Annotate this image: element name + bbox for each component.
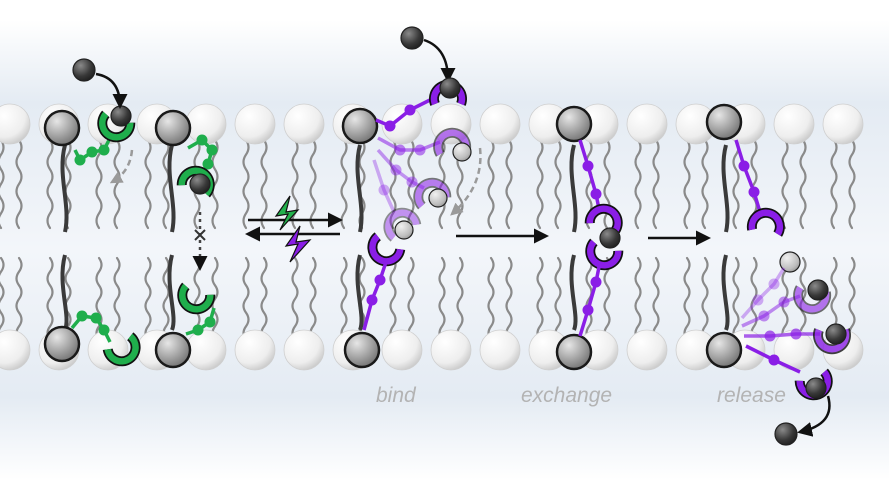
ion-sphere-icon: [73, 59, 95, 81]
ion-sphere-icon: [826, 324, 846, 344]
linker-bead: [207, 145, 218, 156]
linker-bead: [769, 279, 780, 290]
linker-bead: [739, 161, 750, 172]
lipid-head-icon: [627, 330, 667, 370]
ion-sphere-icon: [440, 78, 460, 98]
linker-bead: [583, 305, 594, 316]
lipid-head-icon: [480, 330, 520, 370]
lipid-head-icon: [235, 104, 275, 144]
linker-bead: [407, 177, 418, 188]
linker-bead: [759, 311, 770, 322]
lipid-head-icon: [627, 104, 667, 144]
linker-bead: [405, 105, 416, 116]
lipid-head-icon: [284, 330, 324, 370]
anchor-sphere-icon: [343, 109, 377, 143]
linker-bead: [99, 145, 110, 156]
anchor-sphere-icon: [557, 335, 591, 369]
linker-bead: [415, 145, 426, 156]
anchor-sphere-icon: [156, 333, 190, 367]
anchor-sphere-icon: [45, 111, 79, 145]
linker-bead: [391, 165, 402, 176]
linker-bead: [769, 355, 780, 366]
linker-bead: [765, 331, 776, 342]
anchor-sphere-icon: [707, 333, 741, 367]
ion-sphere-icon: [775, 423, 797, 445]
ion-sphere-icon: [808, 280, 828, 300]
linker-bead: [367, 295, 378, 306]
linker-bead: [591, 277, 602, 288]
linker-bead: [385, 121, 396, 132]
anchor-sphere-icon: [557, 107, 591, 141]
linker-bead: [87, 147, 98, 158]
ion-sphere-icon: [395, 221, 413, 239]
lipid-head-icon: [431, 330, 471, 370]
lipid-head-icon: [774, 104, 814, 144]
linker-bead: [375, 275, 386, 286]
linker-bead: [749, 187, 760, 198]
linker-bead: [591, 189, 602, 200]
ion-sphere-icon: [111, 106, 131, 126]
lipid-head-icon: [284, 104, 324, 144]
linker-chain: [744, 334, 820, 336]
lipid-head-icon: [480, 104, 520, 144]
ion-sphere-icon: [401, 27, 423, 49]
ion-sphere-icon: [190, 174, 210, 194]
ion-sphere-icon: [453, 143, 471, 161]
linker-bead: [753, 295, 764, 306]
linker-bead: [193, 325, 204, 336]
ion-sphere-icon: [429, 189, 447, 207]
linker-bead: [205, 317, 216, 328]
lipid-head-icon: [186, 330, 226, 370]
linker-bead: [395, 145, 406, 156]
anchor-sphere-icon: [45, 327, 79, 361]
ion-sphere-icon: [600, 228, 620, 248]
anchor-sphere-icon: [707, 105, 741, 139]
linker-bead: [197, 135, 208, 146]
linker-bead: [75, 155, 86, 166]
lipid-head-icon: [382, 330, 422, 370]
lipid-head-icon: [235, 330, 275, 370]
caption-exchange: exchange: [521, 384, 612, 408]
linker-bead: [77, 311, 88, 322]
linker-bead: [99, 325, 110, 336]
linker-bead: [779, 297, 790, 308]
linker-bead: [379, 185, 390, 196]
caption-bind: bind: [376, 384, 416, 408]
ion-sphere-icon: [806, 378, 826, 398]
linker-bead: [91, 313, 102, 324]
caption-release: release: [717, 384, 786, 408]
anchor-sphere-icon: [156, 111, 190, 145]
anchor-sphere-icon: [345, 333, 379, 367]
lipid-head-icon: [823, 104, 863, 144]
linker-bead: [791, 329, 802, 340]
linker-bead: [583, 161, 594, 172]
